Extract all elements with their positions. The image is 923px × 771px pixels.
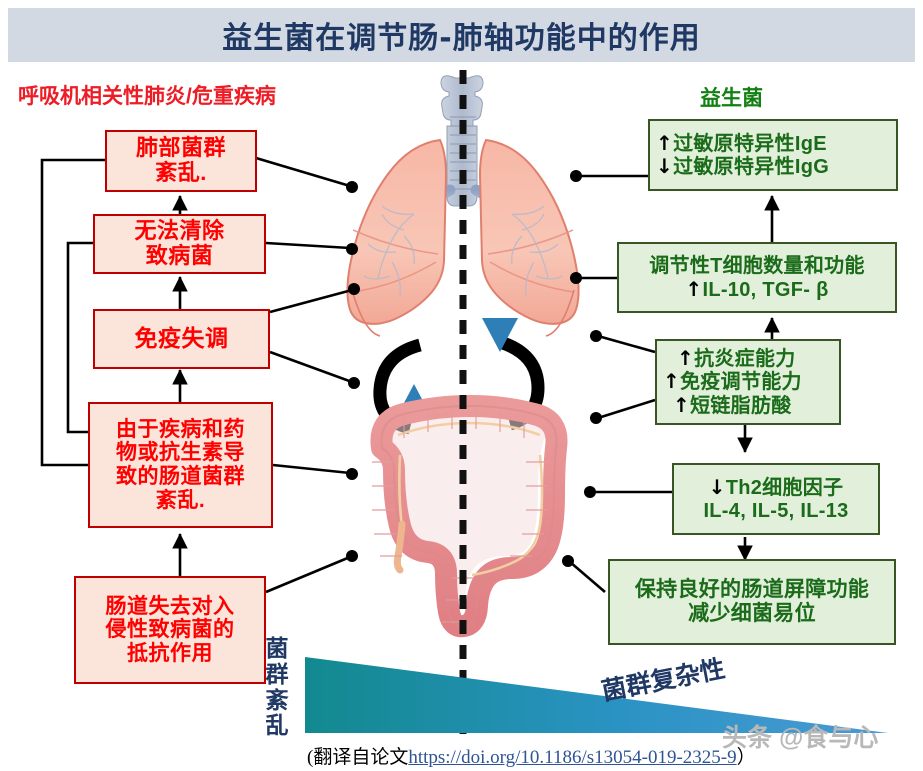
node-line: 致的肠道菌群 <box>116 465 245 488</box>
node-line: ↓Th2细胞因子 <box>674 474 878 499</box>
node-line: 致病菌 <box>145 243 214 268</box>
down-arrow-icon: ↓ <box>708 474 726 499</box>
node-ige-igg[interactable]: ↑过敏原特异性IgE ↓过敏原特异性IgG <box>648 119 898 191</box>
node-line: 紊乱. <box>155 488 206 512</box>
node-line: ↑免疫调节能力 <box>663 370 839 393</box>
node-line-text: 过敏原特异性IgE <box>673 132 827 155</box>
node-line: ↑抗炎症能力 <box>663 347 853 370</box>
node-line-text: 调节性T细胞数量和功能 <box>649 255 865 278</box>
up-arrow-icon: ↑ <box>663 369 681 394</box>
node-gut-dysbiosis[interactable]: 由于疾病和药 物或抗生素导 致的肠道菌群 紊乱. <box>88 402 273 528</box>
node-line: ↑短链脂肪酸 <box>663 392 849 417</box>
right-connectors <box>569 174 780 593</box>
node-line-text: 保持良好的肠道屏障功能 <box>634 578 870 602</box>
doi-link[interactable]: https://doi.org/10.1186/s13054-019-2325-… <box>408 747 737 768</box>
node-line-text: 减少细菌易位 <box>688 602 816 625</box>
left-column-header: 呼吸机相关性肺炎/危重疾病 <box>18 85 276 108</box>
up-arrow-icon: ↑ <box>677 345 695 370</box>
node-gut-barrier[interactable]: 保持良好的肠道屏障功能 减少细菌易位 <box>608 559 896 645</box>
node-line-text: 抗炎症能力 <box>694 347 796 370</box>
down-arrow-icon: ↓ <box>656 154 674 178</box>
watermark: 头条 @食与心 <box>722 724 879 752</box>
node-line: 侵性致病菌的 <box>105 618 235 642</box>
node-line: ↑IL-10, TGF- β <box>619 276 895 301</box>
wedge-left-label: 菌 群 紊 乱 <box>265 635 289 739</box>
node-line-text: IL-10, TGF- β <box>702 278 829 301</box>
node-line-text: IL-4, IL-5, IL-13 <box>703 500 849 522</box>
title-bar: 益生菌在调节肠-肺轴功能中的作用 <box>8 8 915 62</box>
citation: (翻译自论文https://doi.org/10.1186/s13054-019… <box>307 742 756 769</box>
right-connector-dots <box>562 170 602 567</box>
node-line: 免疫失调 <box>134 325 229 352</box>
node-line-text: 过敏原特异性IgG <box>673 156 830 178</box>
node-line: 肺部菌群 <box>135 135 226 161</box>
node-line: 由于疾病和药 <box>116 417 245 441</box>
node-lung-dysbiosis[interactable]: 肺部菌群 紊乱. <box>105 130 257 192</box>
node-line: 紊乱. <box>155 160 207 185</box>
right-column-header: 益生菌 <box>700 87 763 110</box>
node-loss-resistance[interactable]: 肠道失去对入 侵性致病菌的 抵抗作用 <box>74 576 266 684</box>
up-arrow-icon: ↑ <box>685 276 703 301</box>
citation-prefix: (翻译自论文 <box>307 747 409 768</box>
up-arrow-icon: ↑ <box>673 392 691 417</box>
node-line-text: 短链脂肪酸 <box>690 394 792 417</box>
node-line: 无法清除 <box>134 218 225 244</box>
node-line: 物或抗生素导 <box>116 441 245 465</box>
node-line: ↓过敏原特异性IgG <box>656 155 896 178</box>
node-line-text: Th2细胞因子 <box>725 476 844 499</box>
node-line: 保持良好的肠道屏障功能 <box>610 578 894 602</box>
node-cannot-clear[interactable]: 无法清除 致病菌 <box>93 214 266 274</box>
lungs-illustration <box>346 138 580 337</box>
node-line: 减少细菌易位 <box>610 602 894 626</box>
node-anti-inflammatory[interactable]: ↑抗炎症能力 ↑免疫调节能力 ↑短链脂肪酸 <box>655 339 841 425</box>
page-title: 益生菌在调节肠-肺轴功能中的作用 <box>222 21 701 56</box>
node-line: IL-4, IL-5, IL-13 <box>674 499 878 522</box>
colon-illustration <box>370 395 568 638</box>
node-treg[interactable]: 调节性T细胞数量和功能 ↑IL-10, TGF- β <box>617 242 897 313</box>
node-line: 肠道失去对入 <box>105 594 235 618</box>
node-line: 调节性T细胞数量和功能 <box>619 254 895 277</box>
microbiome-complexity-wedge <box>305 657 888 733</box>
node-immune-dysregulation[interactable]: 免疫失调 <box>93 309 270 369</box>
node-line-text: 免疫调节能力 <box>680 371 802 394</box>
node-th2-cytokines[interactable]: ↓Th2细胞因子 IL-4, IL-5, IL-13 <box>672 463 880 535</box>
left-connector-dots <box>346 181 360 562</box>
citation-suffix: ） <box>736 747 756 768</box>
node-line: 抵抗作用 <box>127 641 213 665</box>
up-arrow-icon: ↑ <box>656 130 674 155</box>
node-line: ↑过敏原特异性IgE <box>656 130 896 155</box>
